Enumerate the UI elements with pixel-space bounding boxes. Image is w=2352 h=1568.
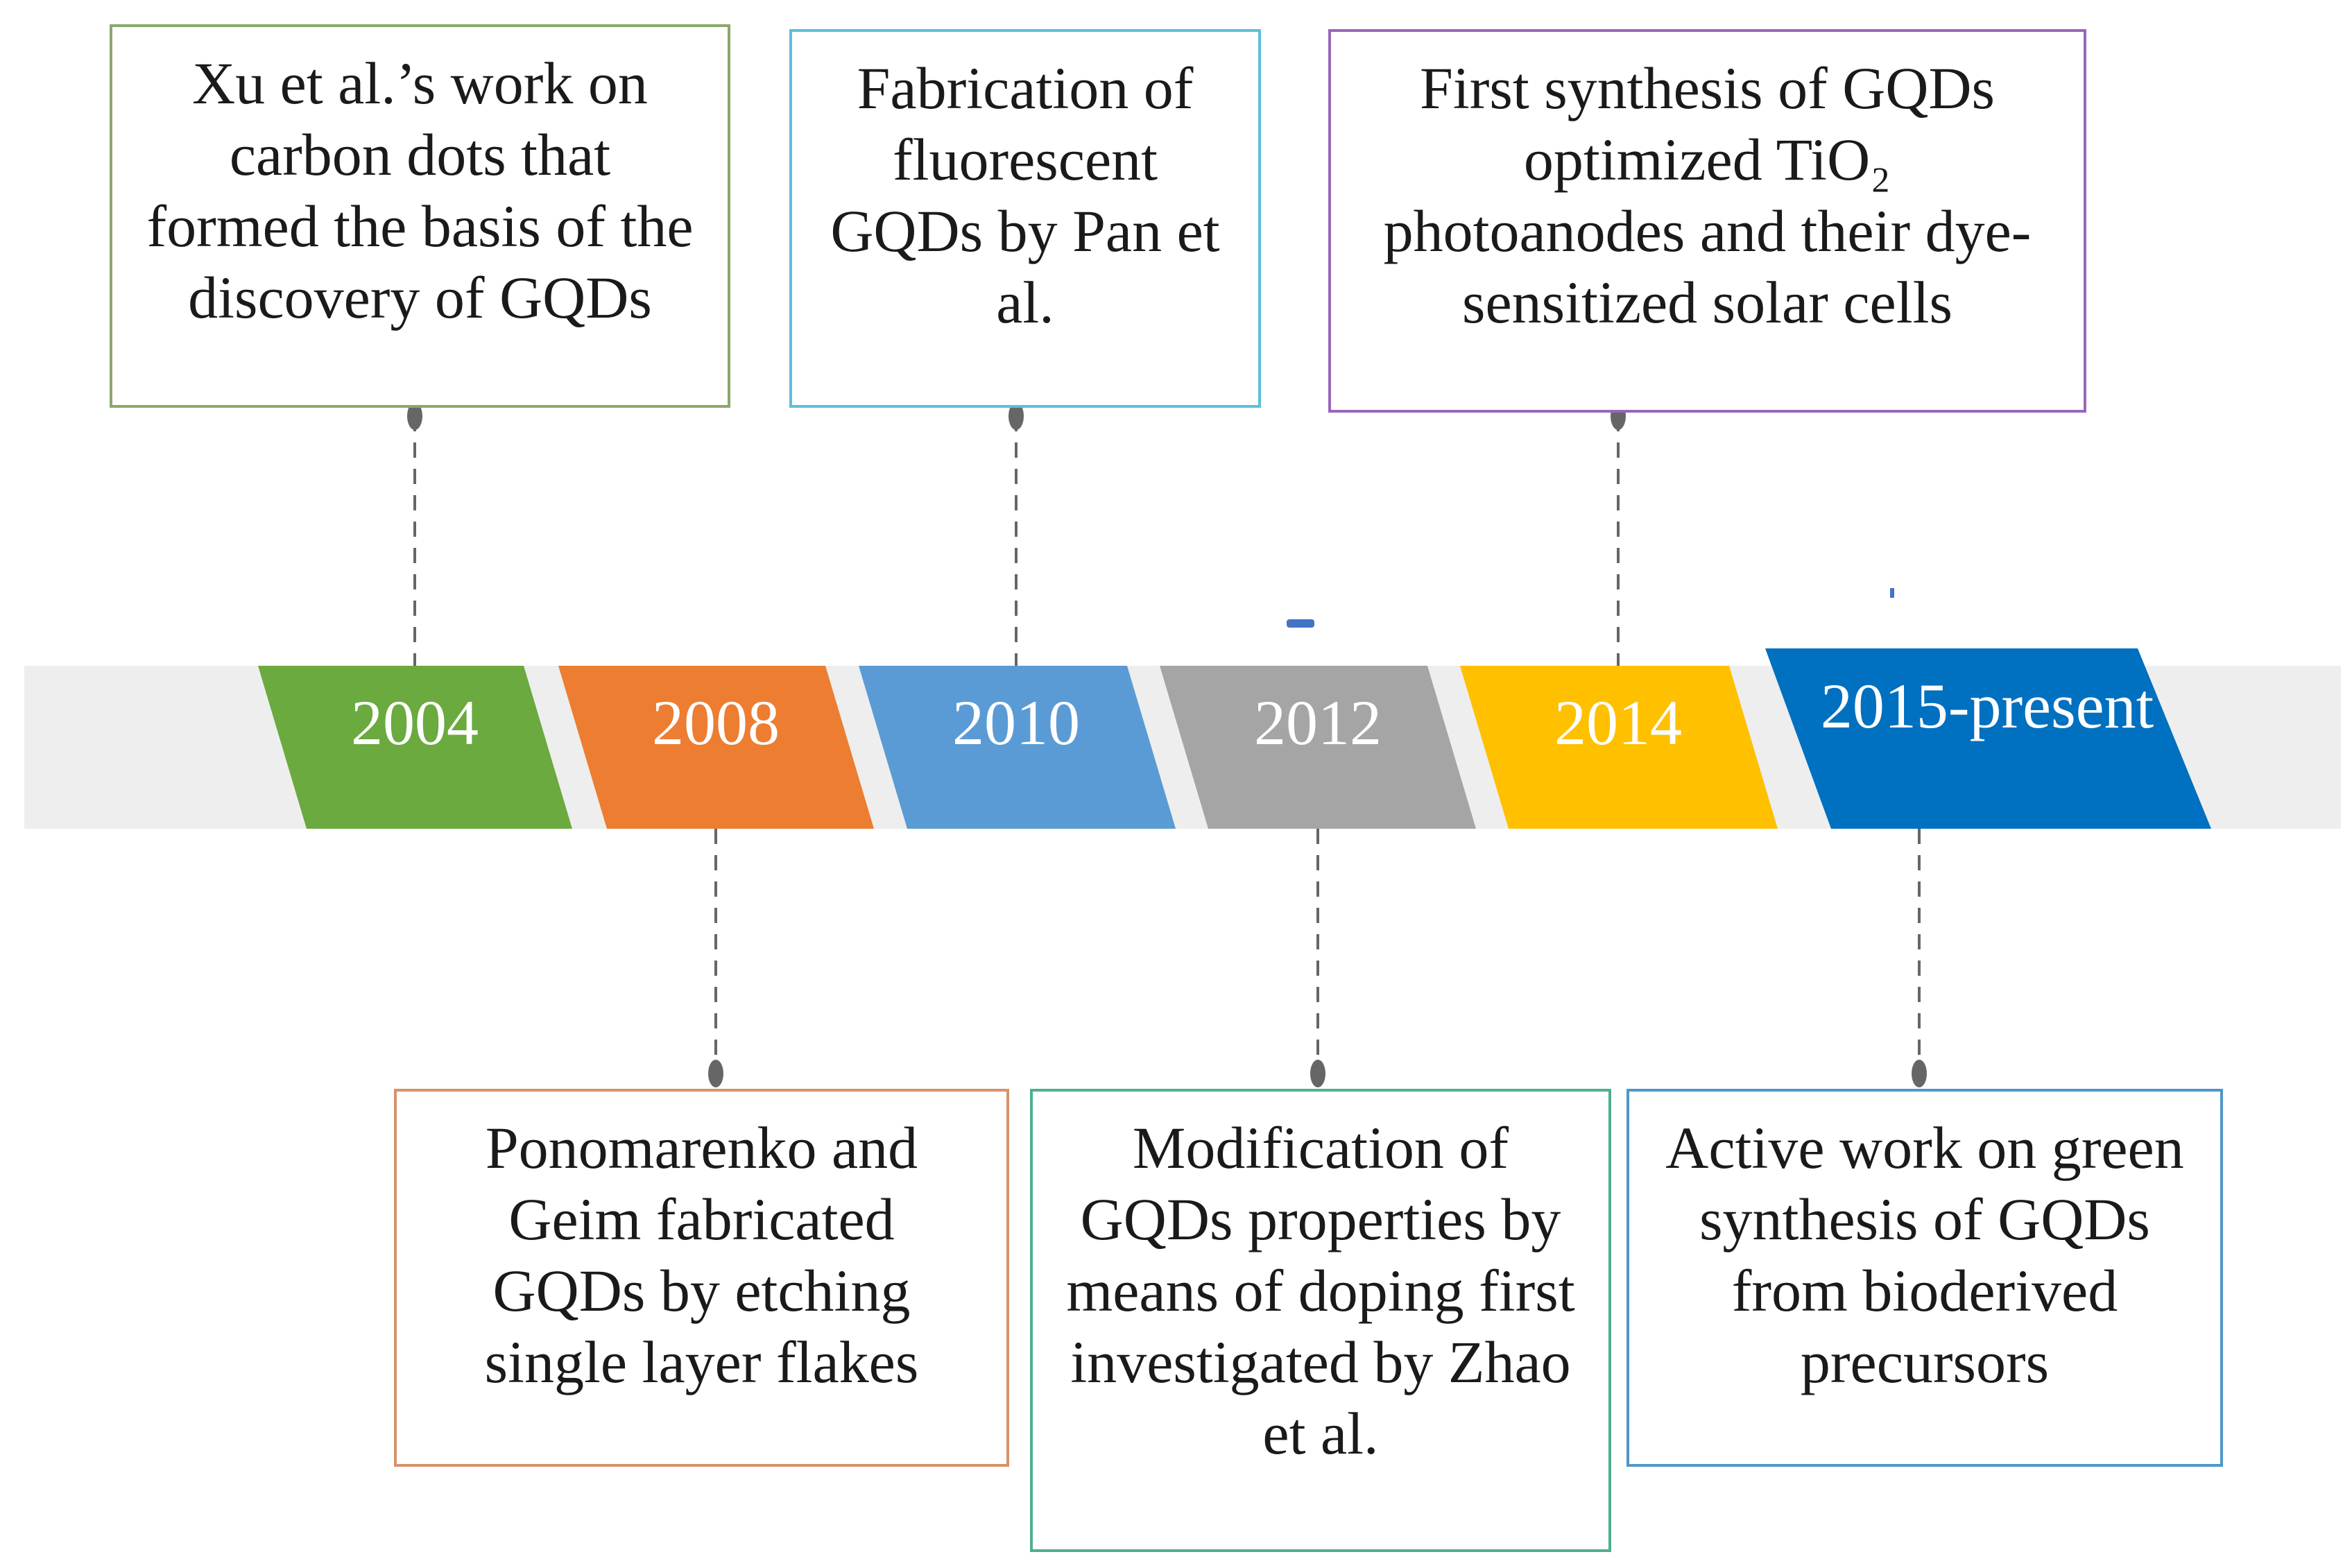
event-text: First synthesis of GQDs optimized TiO₂ p… <box>1383 55 2032 336</box>
period-2010: 2010 <box>859 666 1176 829</box>
year-label: 2008 <box>652 687 780 758</box>
connector-2008 <box>708 829 723 1087</box>
connector-2012 <box>1310 829 1325 1087</box>
year-label: 2010 <box>952 687 1080 758</box>
year-label: 2015-present <box>1821 671 2154 741</box>
period-2008: 2008 <box>558 666 874 829</box>
event-box-2010: Fabrication of fluorescent GQDs by Pan e… <box>789 29 1261 408</box>
event-text: Xu et al.’s work on carbon dots that for… <box>146 50 694 331</box>
event-box-2008: Ponomarenko and Geim fabricated GQDs by … <box>394 1089 1009 1467</box>
connector-2014 <box>1611 402 1626 666</box>
connector-2004 <box>407 402 422 666</box>
event-text: Fabrication of fluorescent GQDs by Pan e… <box>830 55 1220 336</box>
event-text: Active work on green synthesis of GQDs f… <box>1665 1114 2184 1395</box>
year-label: 2014 <box>1554 687 1682 758</box>
connector-2015-present <box>1912 829 1927 1087</box>
event-box-2004: Xu et al.’s work on carbon dots that for… <box>110 24 730 408</box>
connector-2010 <box>1008 402 1024 666</box>
event-text: Modification of GQDs properties by means… <box>1066 1114 1575 1467</box>
stray-mark <box>1287 619 1314 628</box>
event-text: Ponomarenko and Geim fabricated GQDs by … <box>484 1114 919 1395</box>
period-2004: 2004 <box>258 666 572 829</box>
year-label: 2012 <box>1254 687 1382 758</box>
event-box-2012: Modification of GQDs properties by means… <box>1030 1089 1611 1552</box>
period-2012: 2012 <box>1160 666 1476 829</box>
year-label: 2004 <box>351 687 479 758</box>
event-box-2014: First synthesis of GQDs optimized TiO₂ p… <box>1328 29 2086 413</box>
event-box-2015-present: Active work on green synthesis of GQDs f… <box>1626 1089 2223 1467</box>
period-2015-present: 2015-present <box>1765 648 2211 829</box>
period-2014: 2014 <box>1460 666 1778 829</box>
stray-mark <box>1890 588 1894 598</box>
